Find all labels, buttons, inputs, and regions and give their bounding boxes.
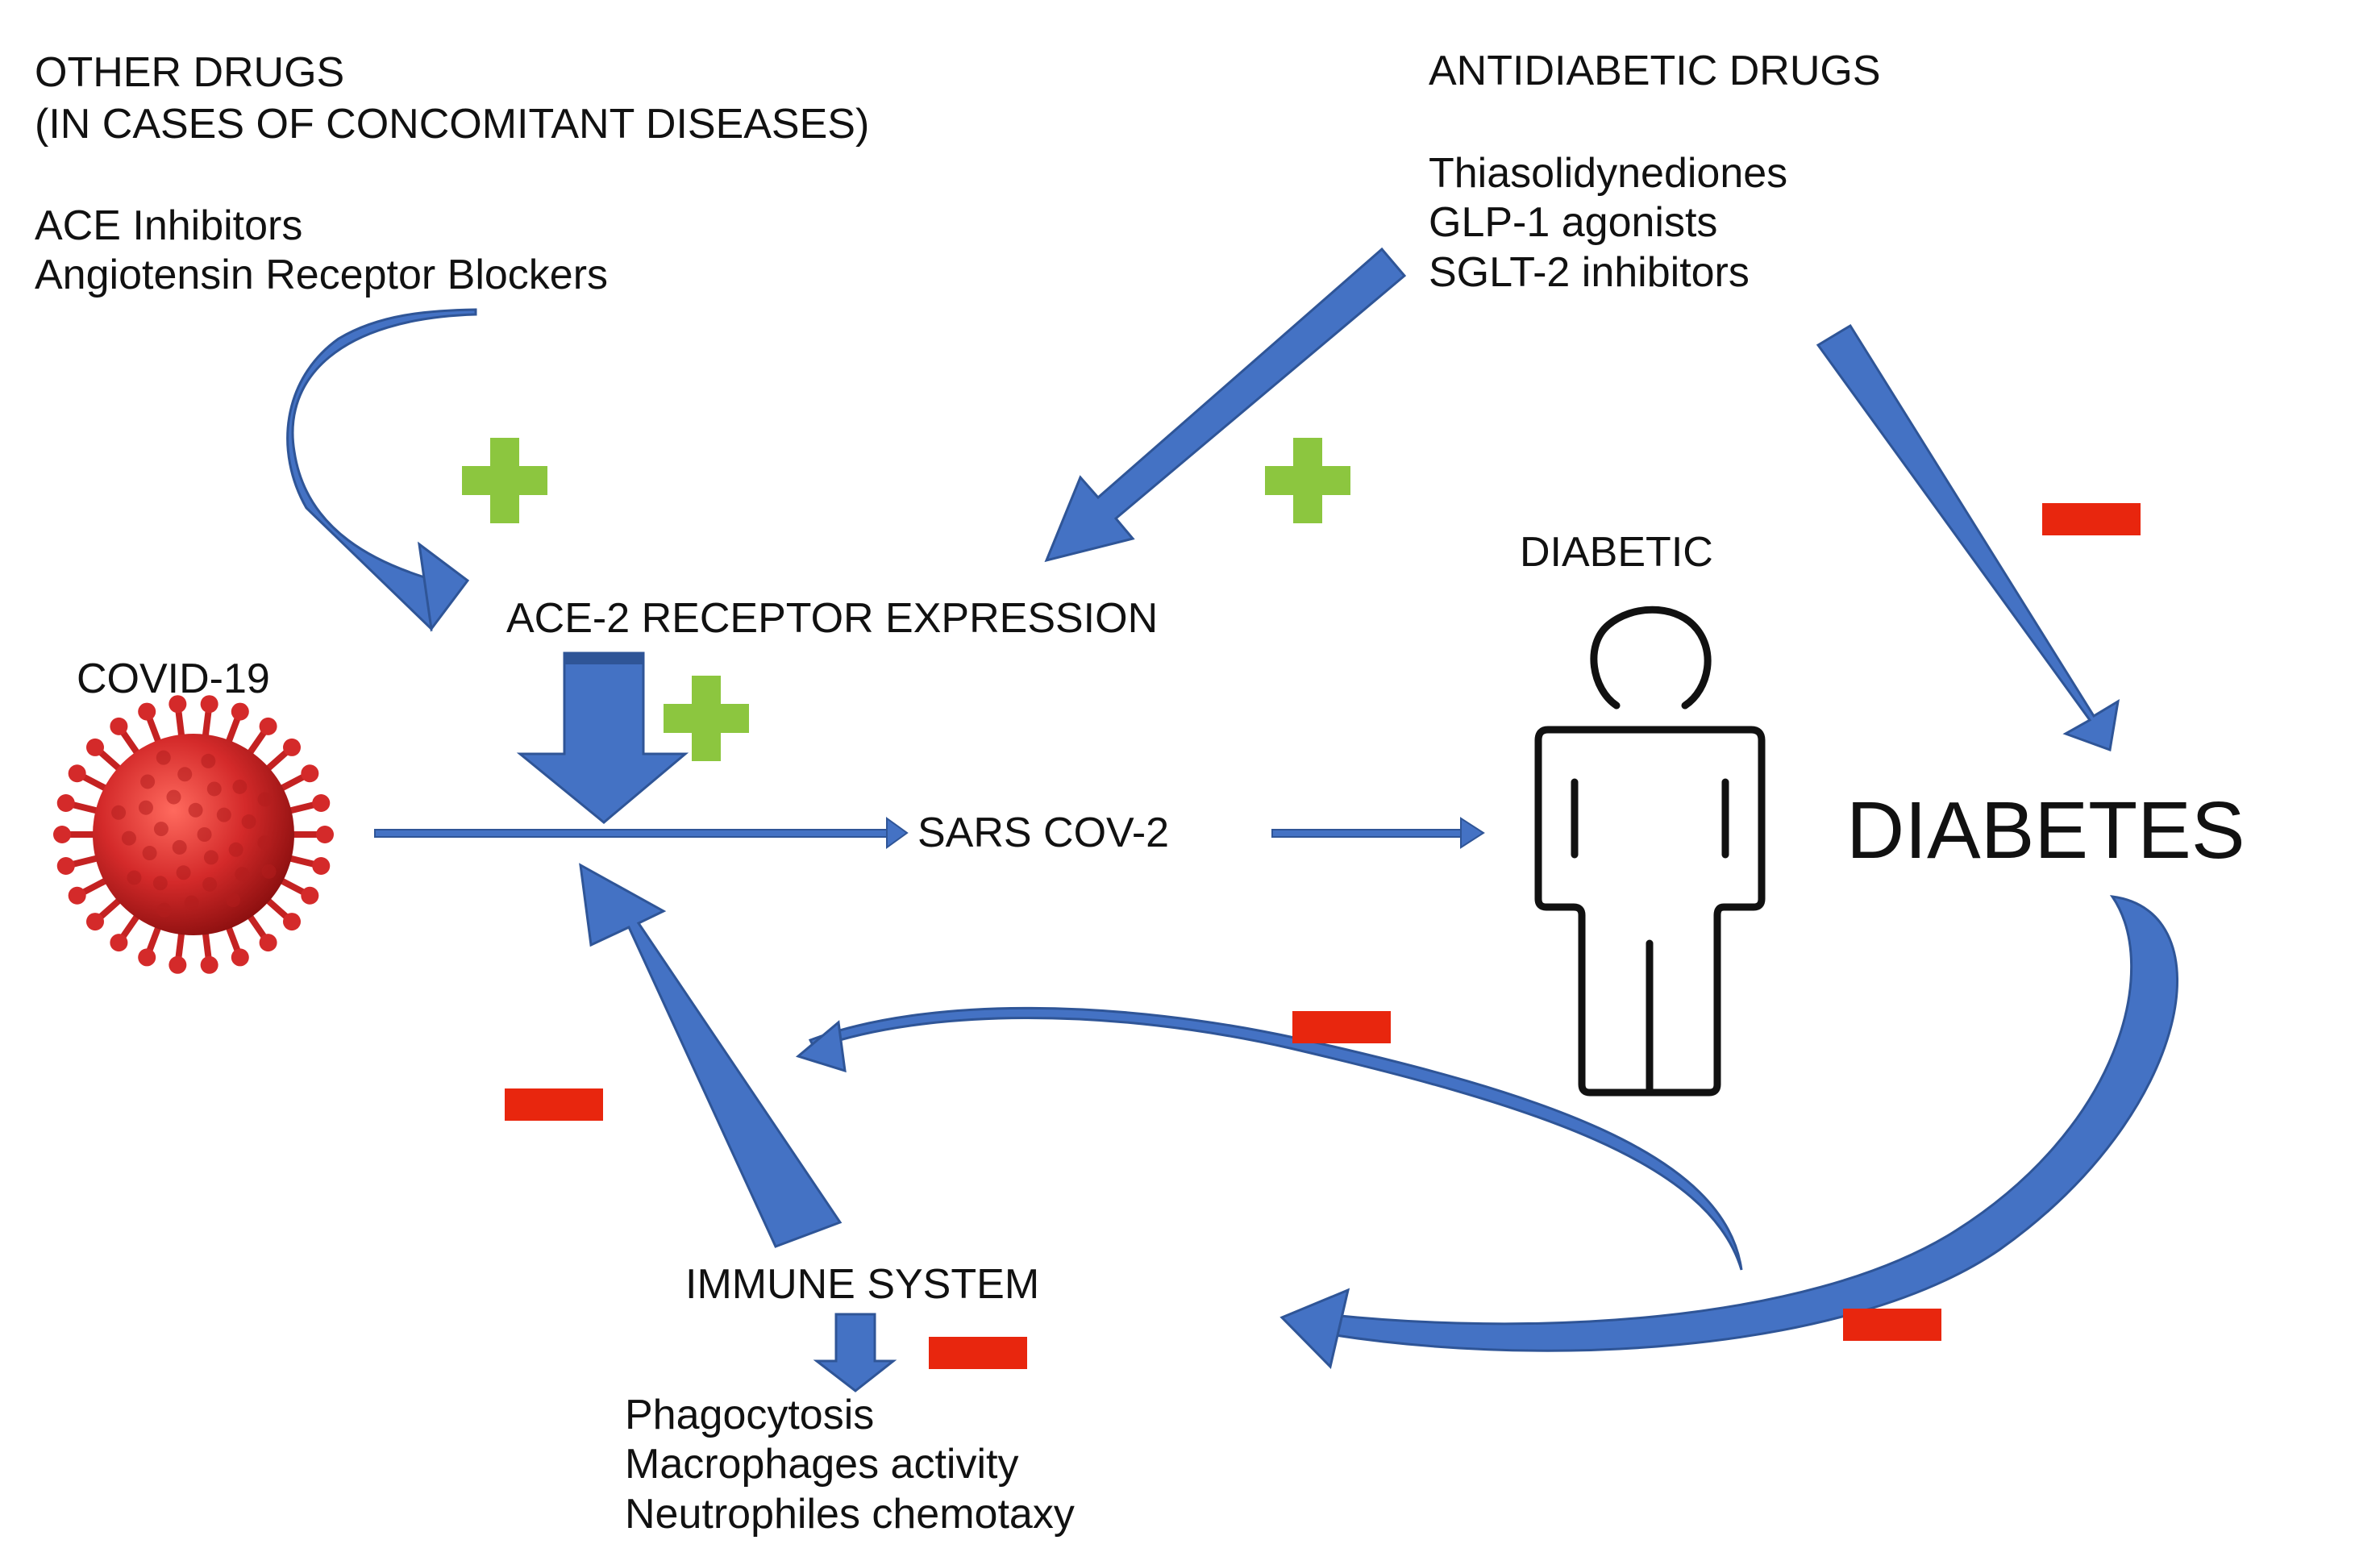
- virus-surface-bump: [166, 789, 181, 805]
- virus-surface-bump: [202, 876, 218, 892]
- virus-surface-bump: [176, 865, 191, 880]
- virus-spike-tip: [200, 695, 218, 714]
- virus-spike-tip: [85, 913, 104, 931]
- minus-sign-antidiabetic-diabetes: [2042, 503, 2141, 535]
- virus-spike-tip: [110, 717, 128, 735]
- virus-spike-tip: [56, 793, 75, 812]
- virus-surface-bump: [232, 779, 248, 794]
- other-drugs-subtitle: (IN CASES OF CONCOMITANT DISEASES): [35, 101, 870, 148]
- virus-spike-tip: [56, 857, 75, 876]
- virus-surface-bump: [172, 839, 187, 855]
- diabetes-label: DIABETES: [1846, 785, 2245, 876]
- plus-sign-ace2: [664, 676, 749, 761]
- virus-surface-bump: [261, 864, 277, 879]
- plus-sign-antidiabetic: [1265, 438, 1350, 523]
- virus-spike-tip: [110, 934, 128, 952]
- virus-spike-tip: [231, 702, 249, 721]
- virus-surface-bump: [201, 753, 216, 768]
- virus-spike-tip: [169, 955, 187, 974]
- virus-surface-bump: [257, 792, 273, 807]
- plus-sign-other-drugs: [462, 438, 547, 523]
- virus-surface-bump: [216, 807, 231, 822]
- virus-spike-tip: [169, 695, 187, 714]
- antidiabetic-drugs-item: Thiasolidynediones: [1429, 150, 1788, 197]
- other-drugs-to-ace2-arrow: [286, 308, 477, 632]
- immune-function-item: Macrophages activity: [625, 1441, 1019, 1488]
- immune-functions-list: Phagocytosis Macrophages activity Neutro…: [625, 1391, 1075, 1539]
- immune-function-item: Neutrophiles chemotaxy: [625, 1490, 1075, 1538]
- virus-surface-bump: [226, 893, 241, 908]
- antidiabetic-drugs-title: ANTIDIABETIC DRUGS: [1429, 48, 1881, 94]
- virus-spike-tip: [301, 886, 319, 905]
- virus-spike-tip: [312, 793, 331, 812]
- minus-sign-diabetes-immune: [1843, 1309, 1941, 1341]
- ace2-to-infection-arrow: [516, 651, 689, 824]
- virus-spike-tip: [138, 702, 156, 721]
- immune-function-item: Phagocytosis: [625, 1392, 875, 1438]
- virus-surface-bump: [184, 895, 199, 910]
- antidiabetic-to-ace2-arrow: [1044, 247, 1407, 563]
- virus-spike-tip: [259, 717, 277, 735]
- minus-sign-immune-line: [505, 1088, 603, 1121]
- virus-surface-bump: [177, 767, 193, 782]
- virus-spike-tip: [231, 948, 249, 967]
- virus-spike-tip: [85, 738, 104, 756]
- virus-surface-bump: [203, 850, 218, 865]
- virus-surface-bump: [156, 902, 172, 918]
- antidiabetic-to-diabetes-arrow: [1816, 323, 2120, 752]
- covid-to-sars-arrow: [374, 817, 909, 849]
- diabetes-to-immune-curved-arrow: [1279, 895, 2178, 1369]
- covid-label: COVID-19: [77, 656, 270, 702]
- virus-surface-bump: [138, 800, 153, 815]
- virus-surface-bump: [140, 774, 156, 789]
- virus-surface-bump: [235, 867, 250, 882]
- other-drugs-title: OTHER DRUGS: [35, 49, 345, 96]
- sars-label: SARS COV-2: [917, 810, 1170, 856]
- ace2-label: ACE-2 RECEPTOR EXPRESSION: [506, 595, 1159, 642]
- immune-system-label: IMMUNE SYSTEM: [685, 1261, 1040, 1308]
- virus-surface-bump: [121, 830, 136, 846]
- virus-surface-bump: [152, 876, 168, 891]
- virus-spike-tip: [200, 955, 218, 974]
- virus-spike-tip: [138, 948, 156, 967]
- virus-surface-bump: [188, 802, 203, 818]
- virus-spike-tip: [68, 764, 86, 783]
- virus-surface-bump: [197, 827, 212, 842]
- minus-sign-curved-upper: [1292, 1011, 1391, 1043]
- virus-spike-tip: [312, 857, 331, 876]
- virus-surface-bump: [142, 846, 157, 861]
- virus-surface-bump: [257, 835, 273, 851]
- virus-icon: [53, 695, 334, 974]
- virus-surface-bump: [153, 822, 169, 837]
- other-drugs-item: ACE Inhibitors: [35, 202, 303, 249]
- diabetes-to-infection-curved-arrow: [795, 1006, 1743, 1271]
- virus-spike-tip: [259, 934, 277, 952]
- virus-surface-bump: [127, 870, 142, 885]
- antidiabetic-drugs-list: Thiasolidynediones GLP-1 agonists SGLT-2…: [1429, 149, 1787, 298]
- antidiabetic-drugs-item: SGLT-2 inhibitors: [1429, 248, 1750, 296]
- virus-spike-tip: [68, 886, 86, 905]
- immune-to-functions-arrow: [813, 1313, 897, 1392]
- virus-surface-bump: [228, 842, 243, 857]
- virus-surface-bump: [111, 805, 127, 820]
- immune-to-infection-arrow: [579, 863, 843, 1248]
- virus-spike-tip: [283, 738, 302, 756]
- other-drugs-item: Angiotensin Receptor Blockers: [35, 252, 609, 299]
- other-drugs-list: ACE Inhibitors Angiotensin Receptor Bloc…: [35, 202, 608, 301]
- virus-spike-tip: [53, 826, 71, 843]
- virus-surface-bump: [206, 781, 222, 797]
- virus-surface-bump: [241, 814, 256, 830]
- antidiabetic-drugs-item: GLP-1 agonists: [1429, 199, 1718, 247]
- person-icon: [1534, 606, 1766, 1097]
- virus-surface-bump: [156, 750, 171, 765]
- diabetic-label: DIABETIC: [1520, 529, 1713, 576]
- virus-spike-tip: [316, 826, 334, 843]
- virus-spike-tip: [301, 764, 319, 783]
- sars-to-diabetic-arrow: [1271, 817, 1485, 849]
- minus-sign-immune-functions: [929, 1337, 1027, 1369]
- virus-spike-tip: [283, 913, 302, 931]
